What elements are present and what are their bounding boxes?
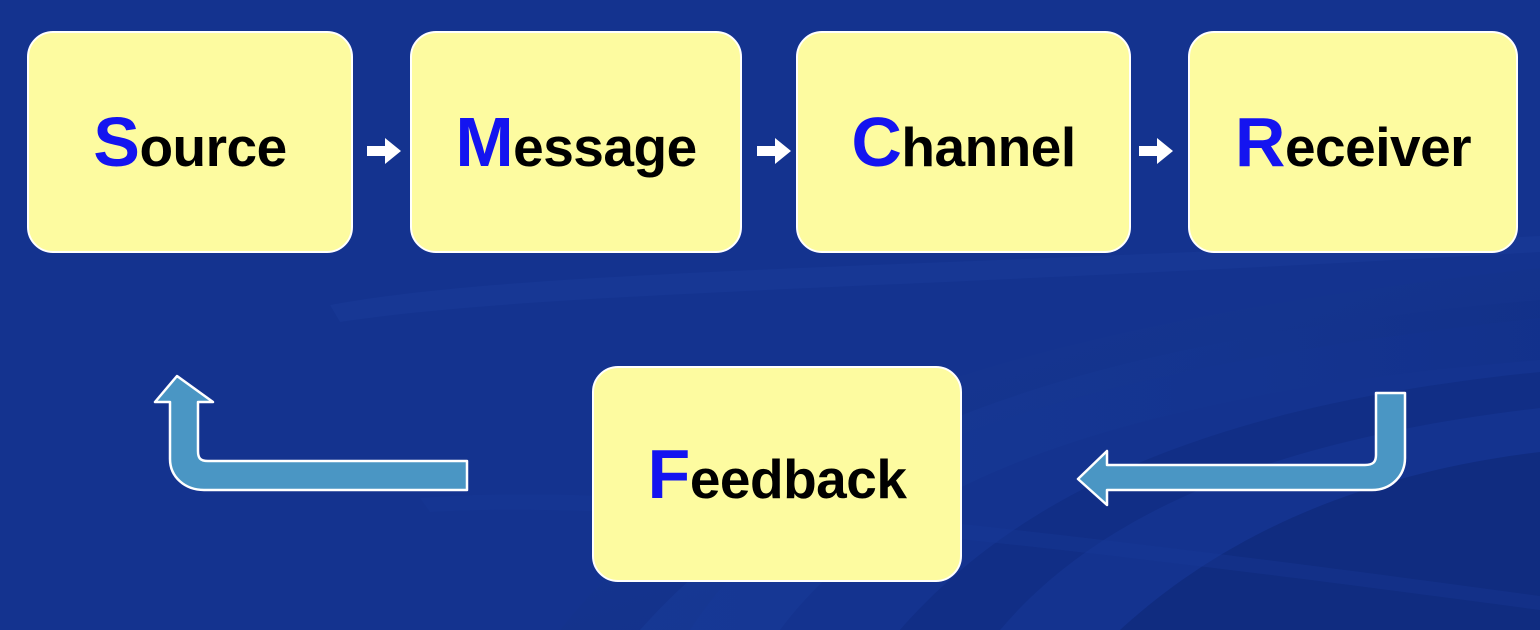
process-node-receiver-rest: eceiver	[1284, 116, 1472, 178]
process-node-receiver[interactable]: Receiver	[1188, 31, 1518, 253]
process-node-message-rest: essage	[513, 116, 697, 178]
process-node-source-rest: ource	[139, 116, 287, 178]
bent-arrow-up-icon	[153, 374, 469, 492]
process-node-receiver-label: Receiver	[1235, 107, 1472, 178]
arrow-right-icon	[757, 138, 791, 164]
process-node-source-cap: S	[93, 103, 140, 181]
process-node-receiver-cap: R	[1234, 103, 1286, 181]
process-node-channel-rest: hannel	[901, 116, 1076, 178]
process-node-channel[interactable]: Channel	[796, 31, 1131, 253]
process-node-channel-cap: C	[851, 103, 902, 181]
process-node-channel-label: Channel	[851, 107, 1076, 178]
arrow-right-icon	[367, 138, 401, 164]
process-node-source-label: Source	[93, 107, 287, 178]
feedback-node-label: Feedback	[648, 439, 907, 509]
feedback-node-rest: eedback	[689, 448, 907, 510]
feedback-node-cap: F	[647, 435, 691, 513]
process-node-message-cap: M	[455, 103, 514, 181]
process-node-message-label: Message	[455, 107, 697, 178]
feedback-node[interactable]: Feedback	[592, 366, 962, 582]
process-node-message[interactable]: Message	[410, 31, 742, 253]
process-node-source[interactable]: Source	[27, 31, 353, 253]
arrow-right-icon	[1139, 138, 1173, 164]
bent-arrow-left-icon	[1076, 391, 1407, 507]
